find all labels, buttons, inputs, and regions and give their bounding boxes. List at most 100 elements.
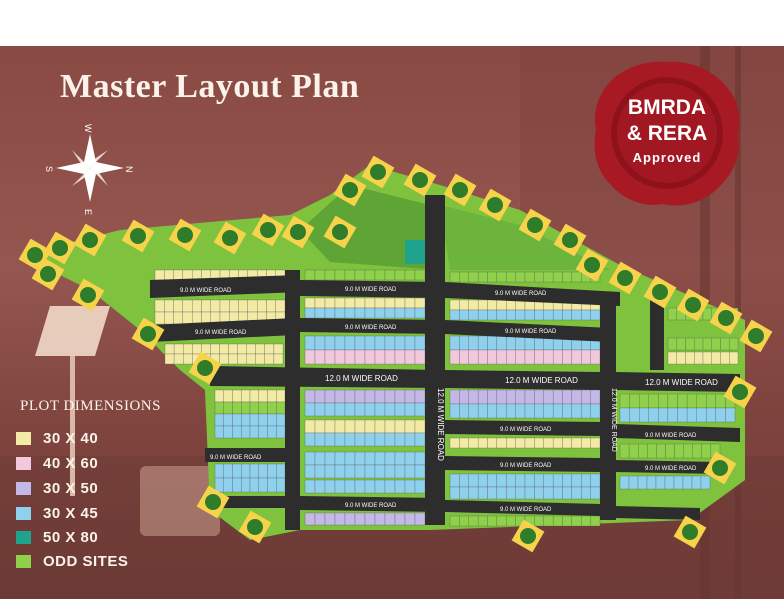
plot <box>223 463 233 479</box>
plot <box>191 311 202 325</box>
plot <box>384 335 396 351</box>
plot <box>487 389 498 405</box>
plot <box>685 337 695 351</box>
plot <box>404 432 416 447</box>
road-label: 9.0 M WIDE ROAD <box>345 503 397 509</box>
legend-item-odd-sites: ODD SITES <box>16 551 128 571</box>
plot <box>324 335 336 351</box>
plot <box>334 349 346 365</box>
plot <box>477 389 488 405</box>
plot <box>173 353 184 365</box>
plot <box>324 269 336 281</box>
plot <box>459 309 469 321</box>
plot <box>581 486 591 500</box>
plot <box>468 486 479 500</box>
road-label: 9.0 M WIDE ROAD <box>645 466 697 472</box>
plot <box>354 464 366 479</box>
plot <box>354 349 366 365</box>
plot <box>324 451 336 466</box>
tree-icon <box>177 227 193 243</box>
plot <box>201 343 211 355</box>
plot <box>304 464 316 479</box>
tree-icon <box>290 224 306 240</box>
plot <box>249 389 259 403</box>
plot <box>276 389 286 403</box>
plot <box>232 477 242 493</box>
plot <box>246 343 256 355</box>
compass-n: N <box>124 166 134 173</box>
plot <box>238 299 249 313</box>
plot <box>468 403 479 419</box>
plot <box>374 307 386 319</box>
plot <box>394 512 406 526</box>
plot <box>267 413 277 427</box>
plot <box>449 271 460 283</box>
plot <box>364 269 376 281</box>
plot <box>414 389 426 404</box>
plot <box>496 389 507 405</box>
road-label: 9.0 M WIDE ROAD <box>345 325 397 331</box>
plot <box>524 389 535 405</box>
plot <box>619 393 630 409</box>
plot <box>487 473 498 488</box>
plot <box>258 389 268 403</box>
plot <box>629 393 640 409</box>
plot <box>249 401 259 415</box>
plot <box>304 389 316 404</box>
plot <box>524 403 535 419</box>
plot <box>364 349 376 365</box>
approval-seal-icon <box>594 61 740 206</box>
road-label: 9.0 M WIDE ROAD <box>505 329 557 335</box>
road-label: 12.0 M WIDE ROAD <box>505 376 578 385</box>
plot <box>571 309 582 321</box>
plot <box>628 443 639 459</box>
plot <box>354 269 366 281</box>
plot <box>449 299 460 311</box>
plot <box>164 343 175 355</box>
plot <box>468 515 479 527</box>
plot <box>214 425 224 439</box>
road-label: 12.0 M WIDE ROAD <box>610 388 617 452</box>
plot <box>449 473 460 488</box>
plot <box>496 271 507 283</box>
plot <box>364 432 376 447</box>
plot <box>496 299 507 311</box>
tree-icon <box>140 326 156 342</box>
plot <box>344 389 356 404</box>
plot <box>273 343 284 355</box>
plot <box>673 475 684 490</box>
plot <box>334 464 346 479</box>
plot <box>304 432 316 447</box>
plot <box>344 349 356 365</box>
plot <box>374 335 386 351</box>
plot <box>304 307 316 319</box>
plot <box>487 486 498 500</box>
plot <box>696 407 707 423</box>
plot <box>241 425 251 439</box>
plot <box>449 349 460 365</box>
plot <box>154 299 165 313</box>
plot <box>674 443 684 459</box>
tree-icon <box>412 172 428 188</box>
plot <box>655 475 666 490</box>
plot <box>182 299 193 313</box>
plot <box>496 335 507 351</box>
road-label: 9.0 M WIDE ROAD <box>500 507 552 513</box>
plot <box>404 512 416 526</box>
plot <box>590 437 601 449</box>
plot <box>304 512 316 526</box>
plot <box>354 512 366 526</box>
plot <box>304 297 316 309</box>
plot <box>229 299 239 313</box>
plot <box>384 402 396 417</box>
plot <box>344 307 356 319</box>
plot <box>334 335 346 351</box>
plot <box>267 463 277 479</box>
legend-label: 50 X 80 <box>43 528 99 546</box>
plot <box>267 425 277 439</box>
plot <box>581 437 591 449</box>
plot <box>729 351 739 365</box>
plot <box>665 443 675 459</box>
plot <box>496 486 507 500</box>
plot <box>667 307 677 321</box>
